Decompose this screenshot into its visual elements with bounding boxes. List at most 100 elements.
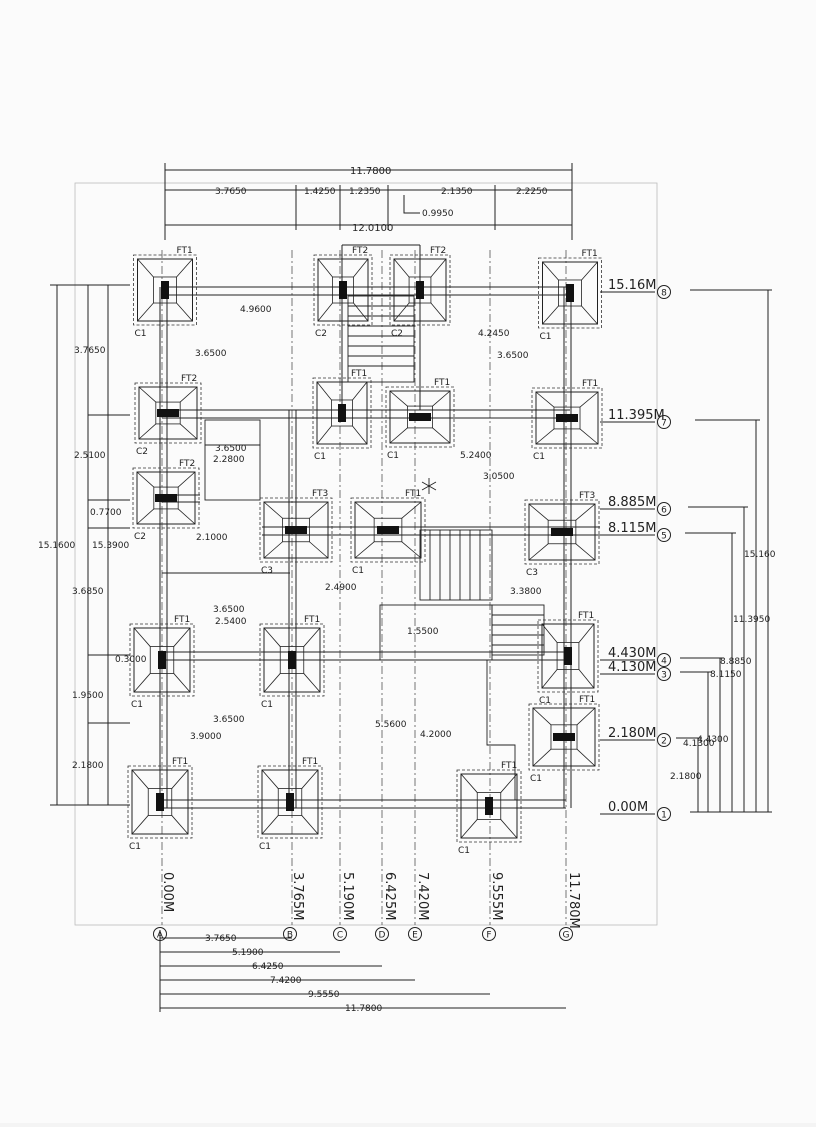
footing-slope-line (541, 623, 558, 643)
footing-slope-line (317, 302, 333, 322)
footing-slope-line (542, 261, 559, 281)
dim-inner-11: 3.3800 (510, 587, 542, 597)
footing-outline (531, 387, 603, 449)
column-pier (339, 281, 347, 299)
footing-pad (541, 623, 595, 689)
footing-pad (317, 258, 369, 322)
footing-slope-line (575, 503, 596, 521)
footing-pad (528, 503, 596, 561)
grid-bubble (657, 733, 671, 747)
column-tag: C1 (352, 566, 364, 576)
dim-inner-19: 4.2000 (420, 730, 452, 740)
footing-tag: FT1 (304, 615, 320, 625)
footing-slope-line (393, 258, 410, 278)
dim-inner-10: 2.4900 (325, 583, 357, 593)
dim-left-5: 1.9500 (72, 691, 104, 701)
dim-top-3: 1.2350 (349, 187, 381, 197)
grid-number: 6 (661, 506, 667, 516)
footing-pedestal (279, 646, 305, 674)
footing-pedestal (408, 276, 432, 304)
footing-slope-line (136, 471, 155, 488)
footing-pad (460, 773, 518, 839)
footing-slope-line (171, 769, 189, 789)
level-markers: 15.16M811.395M78.885M68.115M54.430M44.13… (600, 278, 671, 821)
column-level-label: 9.555M (489, 872, 504, 920)
column-pier (338, 404, 346, 422)
footing-slope-line (309, 501, 329, 519)
footing-pad (316, 381, 368, 445)
footing-slope-line (460, 773, 478, 793)
dim-right-5: 4.4300 (697, 735, 729, 745)
column-pier (485, 797, 493, 815)
footing-tag: FT3 (312, 489, 328, 499)
grid-bubble (657, 285, 671, 299)
footing-pedestal (149, 646, 175, 674)
footing-pedestal (153, 276, 177, 304)
column-tag: C1 (259, 842, 271, 852)
footing-pad (136, 471, 196, 525)
level-label: 4.130M (608, 660, 656, 675)
footing-slope-line (578, 623, 595, 643)
footing-pad (354, 501, 422, 559)
footing-pedestal (277, 788, 303, 816)
footing-pad (393, 258, 447, 322)
footing-outline (524, 499, 600, 565)
grid-bubble (283, 927, 297, 941)
column-tag: C1 (539, 696, 551, 706)
footing-pad (532, 707, 596, 767)
column-pier (564, 647, 572, 665)
footing-slope-line (173, 673, 191, 693)
level-label: 4.430M (608, 646, 656, 661)
footing-tag: FT2 (181, 374, 197, 384)
footing-slope-line (528, 503, 549, 521)
column-tag: C1 (533, 452, 545, 462)
dim-right-3: 8.8850 (720, 657, 752, 667)
column-pier (156, 793, 164, 811)
footing-slope-line (575, 543, 596, 561)
footing-outline (538, 257, 602, 329)
footing-slope-line (430, 302, 447, 322)
dim-bottom-2: 5.1900 (232, 948, 264, 958)
bottom-dimensions (159, 930, 566, 1012)
column-tag: C3 (526, 568, 538, 578)
grid-number: 7 (661, 419, 667, 429)
grid-bubble (657, 528, 671, 542)
footing-tag: FT1 (351, 369, 367, 379)
grid-bubble (408, 927, 422, 941)
left-dimensions (50, 284, 130, 806)
footing-slope-line (261, 815, 279, 835)
footing-tag: FT1 (582, 249, 598, 259)
dim-left-1: 3.7650 (74, 346, 106, 356)
dim-top-5: 2.2250 (516, 187, 548, 197)
footing-slope-line (309, 541, 329, 559)
footing-slope-line (138, 386, 157, 403)
dim-inner-7: 2.1000 (196, 533, 228, 543)
footing-slope-line (303, 673, 321, 693)
footing-slope-line (389, 427, 408, 444)
footing-outline (127, 765, 193, 839)
top-dimensions (164, 163, 573, 240)
grid-letter: B (287, 931, 293, 941)
footing-slope-line (393, 302, 410, 322)
grid-letter: C (337, 931, 343, 941)
column-pier (286, 793, 294, 811)
dim-inner-13: 2.5400 (215, 617, 247, 627)
grid-number: 1 (661, 811, 667, 821)
dim-right-6: 4.1300 (683, 739, 715, 749)
footing-pedestal (558, 279, 582, 307)
grid-number: 2 (661, 737, 667, 747)
column-tag: C2 (391, 329, 403, 339)
column-pier (566, 284, 574, 302)
grid-number: 5 (661, 532, 667, 542)
footing-pad (131, 769, 189, 835)
column-tag: C1 (261, 700, 273, 710)
footing-slope-line (579, 428, 599, 445)
dim-top-4: 2.1350 (441, 187, 473, 197)
grid-letter: D (379, 931, 386, 941)
column-tag: C2 (134, 532, 146, 542)
